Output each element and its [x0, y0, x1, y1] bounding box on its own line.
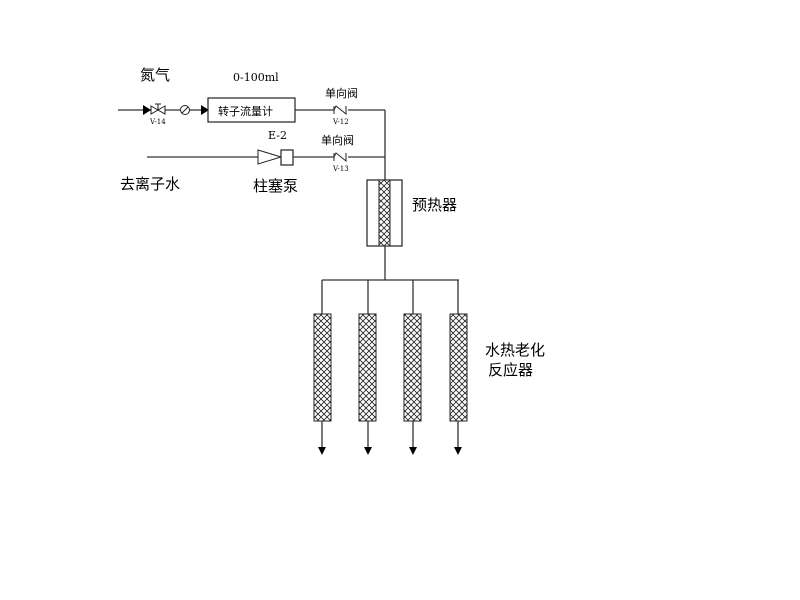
check-valve-1-label: 单向阀: [325, 86, 358, 100]
check-valve-v13-icon: [333, 151, 348, 163]
check-valve-2-label: 单向阀: [321, 133, 354, 147]
valve-v12-label: V-12: [332, 118, 349, 126]
flow-arrow-icon: [201, 105, 209, 115]
preheater-label: 预热器: [412, 196, 457, 214]
outlet-arrow-icon: [454, 447, 462, 455]
pump-body: [280, 149, 294, 166]
pump-icon: [257, 149, 283, 165]
outlet-arrow-icon: [409, 447, 417, 455]
reactor-2: [358, 280, 377, 455]
valve-v14-label: V-14: [149, 118, 166, 126]
nitrogen-label: 氮气: [140, 66, 170, 84]
nitrogen-line: [118, 97, 385, 123]
flow-arrow-icon: [143, 105, 151, 115]
outlet-arrow-icon: [364, 447, 372, 455]
flowmeter-label: 转子流量计: [218, 104, 273, 118]
water-line: [147, 149, 385, 166]
check-valve-v12-icon: [333, 104, 348, 116]
reactor-label-line2: 反应器: [488, 361, 533, 379]
preheater: [366, 179, 403, 247]
flow-range-label: 0-100ml: [233, 71, 279, 84]
pressure-gauge-icon: [180, 105, 190, 115]
valve-v13-label: V-13: [332, 165, 349, 173]
pump-label: 柱塞泵: [253, 177, 298, 195]
pump-id-label: E-2: [268, 129, 287, 142]
reactor-label-line1: 水热老化: [485, 341, 545, 359]
reactor-1: [313, 280, 332, 455]
reactor-4: [449, 280, 468, 455]
outlet-arrow-icon: [318, 447, 326, 455]
deionized-water-label: 去离子水: [120, 175, 180, 193]
gate-valve-icon: [150, 103, 166, 115]
reactor-3: [403, 280, 422, 455]
